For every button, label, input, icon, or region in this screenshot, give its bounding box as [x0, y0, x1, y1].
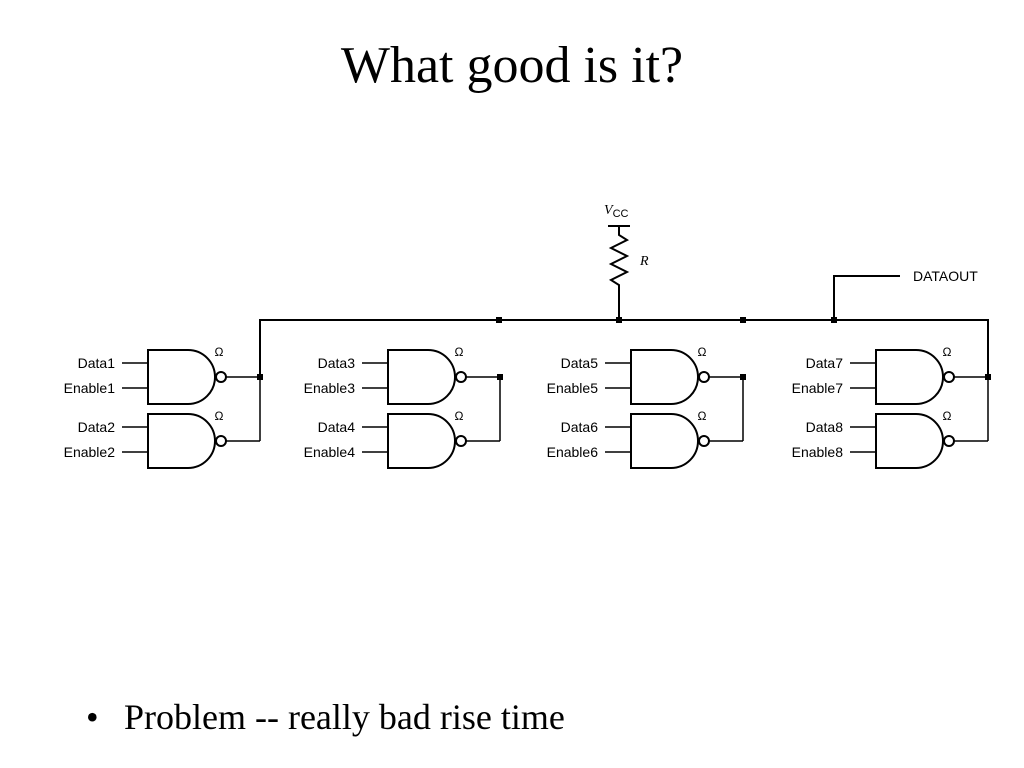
open-collector-symbol: Ω: [215, 409, 224, 423]
enable-input-label: Enable7: [792, 380, 844, 396]
nand-body: [875, 349, 944, 405]
enable-input-label: Enable8: [792, 444, 844, 460]
bullet-item: • Problem -- really bad rise time: [86, 690, 565, 744]
nand-body: [387, 413, 456, 469]
open-collector-symbol: Ω: [943, 345, 952, 359]
open-collector-symbol: Ω: [215, 345, 224, 359]
enable-input-label: Enable3: [304, 380, 356, 396]
data-input-label: Data2: [78, 419, 116, 435]
bullet-text: Problem -- really bad rise time: [124, 697, 565, 737]
junction-dot: [496, 317, 502, 323]
inversion-bubble: [698, 371, 710, 383]
enable-input-label: Enable5: [547, 380, 599, 396]
main-bus: [259, 319, 989, 377]
inversion-bubble: [943, 371, 955, 383]
data-input-label: Data6: [561, 419, 599, 435]
junction-dot: [831, 317, 837, 323]
resistor-label: R: [639, 254, 649, 269]
nand-body: [147, 413, 216, 469]
open-collector-symbol: Ω: [455, 345, 464, 359]
nand-body: [630, 349, 699, 405]
data-input-label: Data8: [806, 419, 844, 435]
inversion-bubble: [215, 371, 227, 383]
dataout-wire: [833, 275, 900, 320]
nand-body: [630, 413, 699, 469]
vcc-label: VCC: [604, 203, 629, 220]
open-collector-symbol: Ω: [698, 345, 707, 359]
nand-body: [387, 349, 456, 405]
data-input-label: Data1: [78, 355, 116, 371]
data-input-label: Data3: [318, 355, 356, 371]
inversion-bubble: [698, 435, 710, 447]
nand-body: [147, 349, 216, 405]
junction-dot: [616, 317, 622, 323]
enable-input-label: Enable1: [64, 380, 116, 396]
nand-body: [875, 413, 944, 469]
inversion-bubble: [455, 435, 467, 447]
inversion-bubble: [215, 435, 227, 447]
enable-input-label: Enable4: [304, 444, 356, 460]
inversion-bubble: [455, 371, 467, 383]
bullet-dot: •: [86, 697, 99, 737]
open-collector-symbol: Ω: [455, 409, 464, 423]
inversion-bubble: [943, 435, 955, 447]
slide-title: What good is it?: [340, 37, 684, 94]
data-input-label: Data5: [561, 355, 599, 371]
dataout-label: DATAOUT: [913, 268, 978, 284]
open-collector-symbol: Ω: [943, 409, 952, 423]
open-collector-symbol: Ω: [698, 409, 707, 423]
pullup-resistor: [608, 226, 630, 320]
data-input-label: Data4: [318, 419, 356, 435]
data-input-label: Data7: [806, 355, 844, 371]
enable-input-label: Enable6: [547, 444, 599, 460]
enable-input-label: Enable2: [64, 444, 116, 460]
junction-dot: [740, 317, 746, 323]
